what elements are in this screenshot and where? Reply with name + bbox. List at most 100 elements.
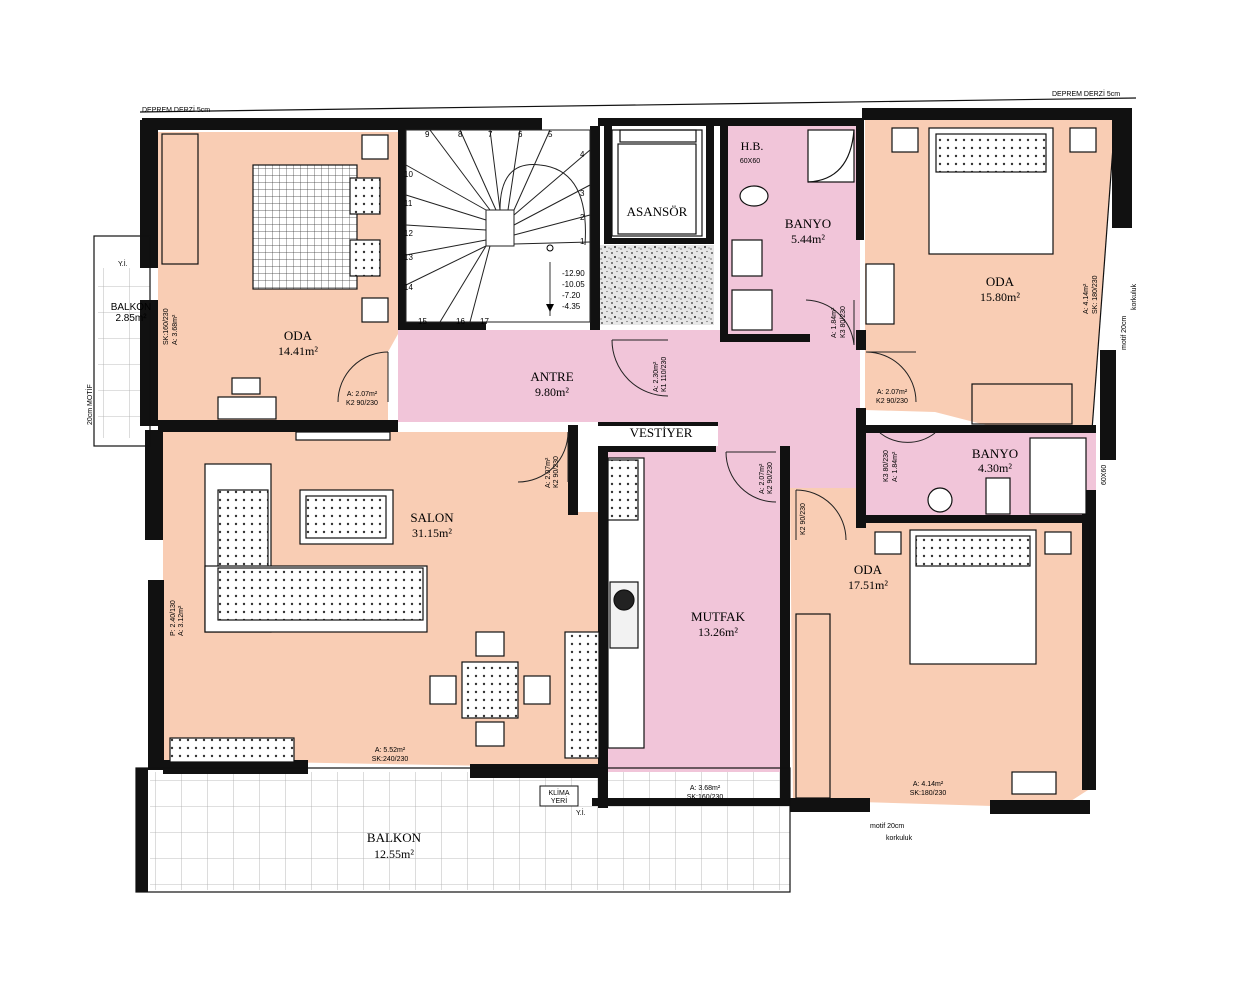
furniture: [161, 127, 1097, 799]
stair-step-1: 1: [580, 237, 585, 246]
room-asansor-name: ASANSÖR: [627, 204, 688, 219]
mutfak-fill: [604, 446, 790, 800]
antre-door-area: A: 2.30m²: [653, 361, 660, 392]
stair-step-10: 10: [404, 170, 413, 179]
antre-door-size: K1 110/230: [661, 357, 668, 392]
stair-step-14: 14: [404, 283, 413, 292]
deprem-label-left: DEPREM DERZİ 5cm: [142, 105, 210, 114]
mutfak-window-size: SK:160/230: [687, 794, 724, 801]
room-banyo-right-area: 4.30m²: [978, 461, 1012, 475]
stair-step-5: 5: [548, 130, 553, 139]
oda-right-window-size: SK: 180/230: [1092, 275, 1099, 314]
oda-right-window-area: A: 4.14m²: [1083, 283, 1090, 314]
room-oda-right-name: ODA: [986, 274, 1015, 289]
stair-step-6: 6: [518, 130, 523, 139]
room-antre-area: 9.80m²: [535, 385, 569, 399]
level-4: -4.35: [562, 302, 581, 311]
misc-labels: DEPREM DERZİ 5cm DEPREM DERZİ 5cm KLİMA …: [85, 89, 1138, 842]
banyo-top-door-area: A: 1.84m²: [831, 307, 838, 338]
korkuluk-bottom-label: korkuluk: [886, 835, 913, 842]
klima-box: [539, 785, 579, 807]
oda-left-door-size: K2 90/230: [346, 400, 378, 407]
stair-numbers: 1 2 3 4 5 6 7 8 9 10 11 12 13 14 15 16 1…: [404, 130, 585, 326]
oda-left-window-area: A: 3.68m²: [172, 314, 179, 345]
oda-left-door-area: A: 2.07m²: [347, 391, 378, 398]
stair-step-4: 4: [580, 150, 585, 159]
antre-fill: [398, 330, 860, 488]
room-balkon-small-name: BALKON: [111, 302, 152, 313]
room-oda-bottom-area: 17.51m²: [848, 578, 888, 592]
sixty-label: 60X60: [1101, 465, 1108, 485]
balcony-main-tiles: [150, 772, 790, 890]
room-oda-left-name: ODA: [284, 328, 313, 343]
salon-door-area: A: 2.07m²: [545, 457, 552, 488]
motif-bottom-label: motif 20cm: [870, 823, 904, 830]
room-oda-bottom-name: ODA: [854, 562, 883, 577]
level-2: -10.05: [562, 280, 585, 289]
room-balkon-main-name: BALKON: [367, 830, 422, 845]
room-balkon-main-area: 12.55m²: [374, 847, 414, 861]
stair-step-9: 9: [425, 130, 430, 139]
room-salon-area: 31.15m²: [412, 526, 452, 540]
oda-left-window-size: SK:160/230: [163, 308, 170, 345]
room-hb-name: H.B.: [741, 139, 764, 153]
banyo-top-door-size: K3 80/230: [840, 306, 847, 338]
motif-left-label: 20cm MOTİF: [85, 384, 94, 425]
motif-right-label: motif 20cm: [1121, 316, 1128, 350]
oda-bottom-window-area: A: 4.14m²: [913, 781, 944, 788]
klima-label: KLİMA: [548, 788, 569, 797]
room-mutfak-area: 13.26m²: [698, 625, 738, 639]
stair-step-17: 17: [480, 317, 489, 326]
stair-step-12: 12: [404, 229, 413, 238]
oda-right-door-area: A: 2.07m²: [877, 389, 908, 396]
oda-right-door-size: K2 90/230: [876, 398, 908, 405]
level-marks: -12.90 -10.05 -7.20 -4.35: [546, 244, 585, 316]
banyo-right-door-area: A: 1.84m²: [892, 451, 899, 482]
oda-bottom-door-size: K2 90/230: [800, 503, 807, 535]
salon-window-size: SK:240/230: [372, 756, 409, 763]
room-balkon-small-area: 2.85m²: [115, 313, 147, 324]
stair-step-8: 8: [458, 130, 463, 139]
room-oda-left-area: 14.41m²: [278, 344, 318, 358]
opening-labels: A: 2.07m² K2 90/230 SK:160/230 A: 3.68m²…: [163, 275, 1099, 801]
room-antre-name: ANTRE: [530, 369, 573, 384]
deprem-label-right: DEPREM DERZİ 5cm: [1052, 89, 1120, 98]
room-banyo-top-area: 5.44m²: [791, 232, 825, 246]
level-3: -7.20: [562, 291, 581, 300]
stair-step-7: 7: [488, 130, 493, 139]
stair-step-2: 2: [580, 213, 585, 222]
room-vestiyer-name: VESTİYER: [630, 425, 693, 440]
salon-side-window-area: A: 3.12m²: [178, 605, 185, 636]
stair-step-11: 11: [404, 199, 413, 208]
stairs: [405, 129, 591, 323]
korkuluk-right-label: korkuluk: [1131, 283, 1138, 310]
elevator-cabin: [611, 129, 703, 237]
stair-well: [398, 125, 598, 330]
level-1: -12.90: [562, 269, 585, 278]
walls: [136, 108, 1132, 892]
elevator-lobby: [604, 245, 714, 325]
room-labels: ODA 14.41m² ODA 15.80m² ODA 17.51m² BANY…: [111, 139, 1021, 861]
stair-step-13: 13: [404, 253, 413, 262]
stair-step-3: 3: [580, 189, 585, 198]
room-salon-name: SALON: [410, 510, 454, 525]
mutfak-window-area: A: 3.68m²: [690, 785, 721, 792]
salon-door-size: K2 90/230: [553, 456, 560, 488]
oda-bottom-window-size: SK:180/230: [910, 790, 947, 797]
yi-label-mutfak: Y.İ.: [576, 808, 586, 817]
stair-step-15: 15: [418, 317, 427, 326]
room-banyo-right-name: BANYO: [972, 446, 1018, 461]
room-mutfak-name: MUTFAK: [691, 609, 746, 624]
mutfak-door-size: K2 90/230: [767, 462, 774, 494]
wall-outlines: [93, 97, 1137, 893]
room-banyo-top-name: BANYO: [785, 216, 831, 231]
klima-yeri-label: YERİ: [551, 796, 567, 805]
salon-window-area: A: 5.52m²: [375, 747, 406, 754]
room-hb-size: 60X60: [740, 158, 760, 165]
salon-side-window-size: P: 2.40/130: [170, 600, 177, 636]
mutfak-door-area: A: 2.07m²: [759, 463, 766, 494]
banyo-right-door-size: K3 80/230: [883, 450, 890, 482]
yi-label-balkon: Y.İ.: [118, 259, 128, 268]
room-oda-right-area: 15.80m²: [980, 290, 1020, 304]
